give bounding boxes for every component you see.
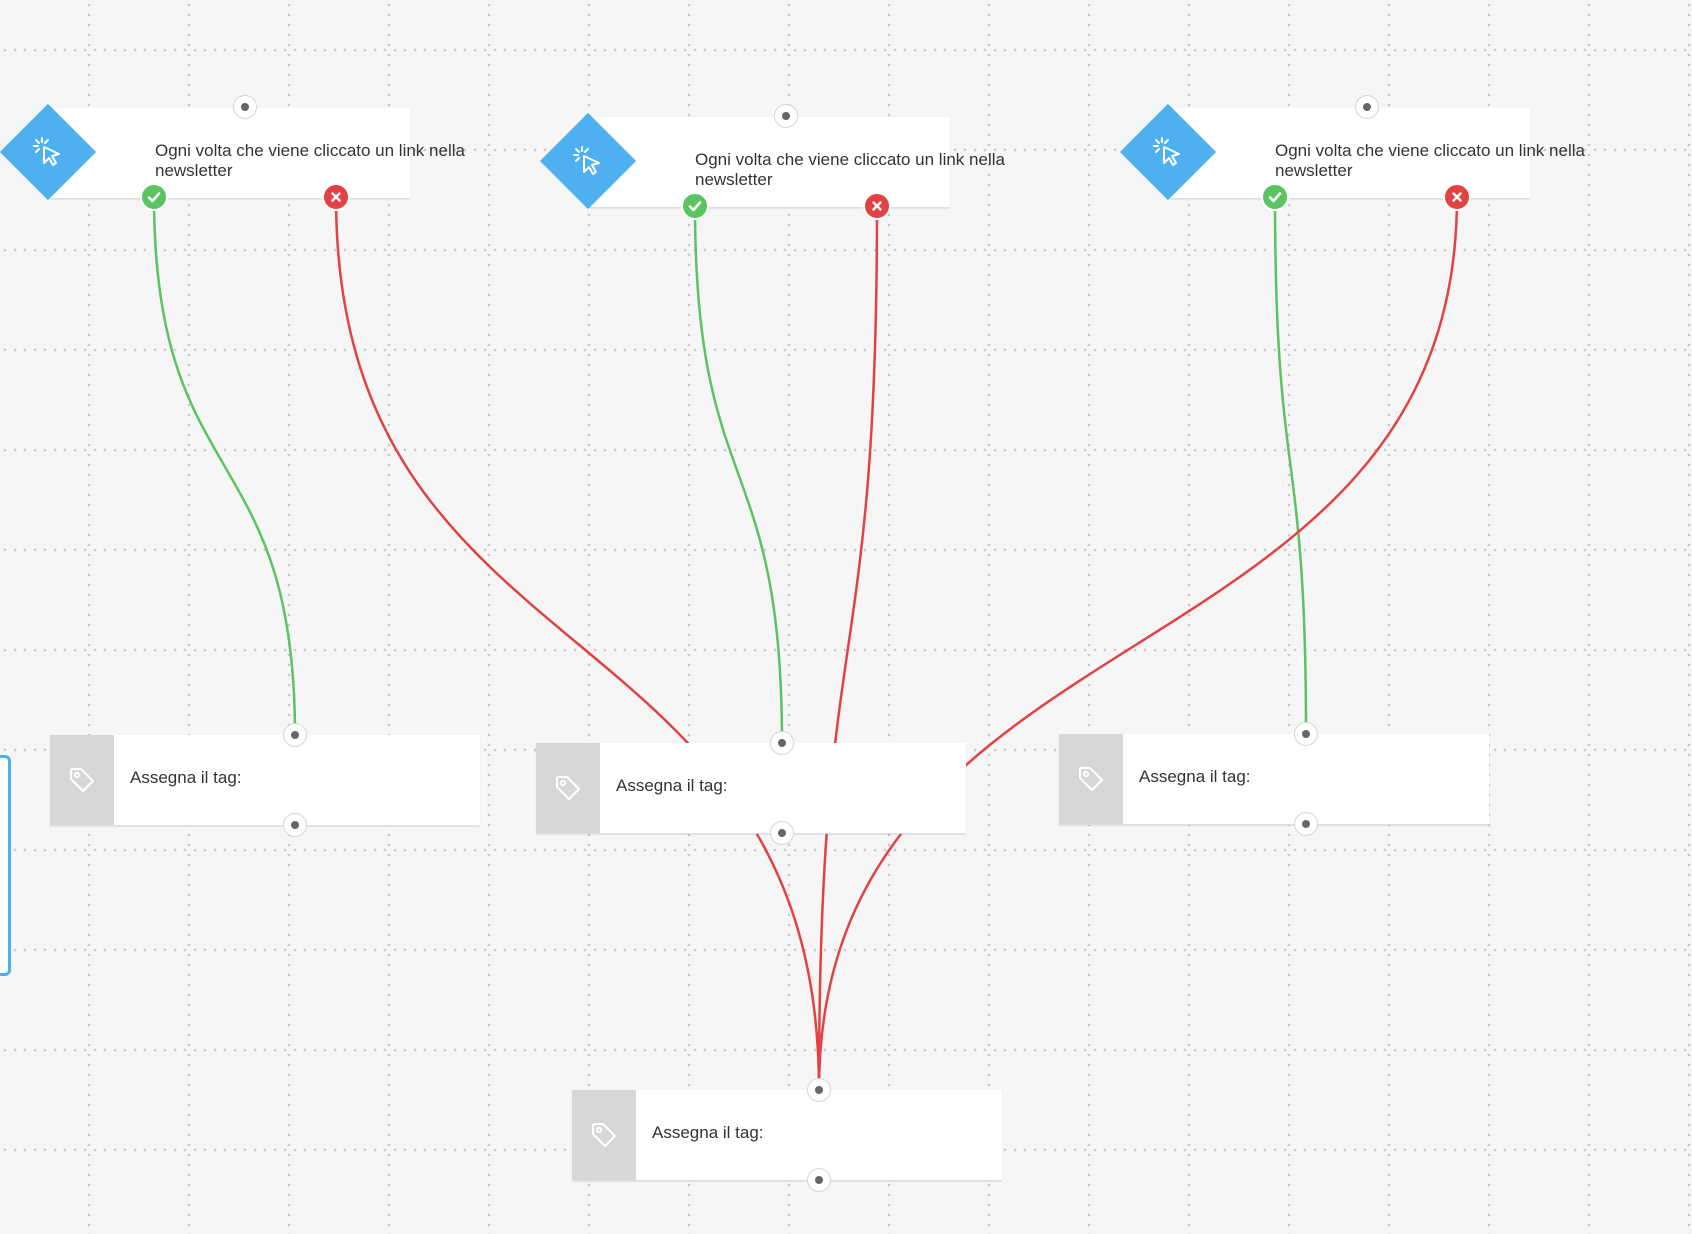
trigger-label: Ogni volta che viene cliccato un link ne…	[695, 150, 1005, 189]
tag-icon	[592, 1123, 616, 1147]
tag-action-node[interactable]: Assegna il tag:	[572, 1078, 1002, 1192]
selected-node-edge[interactable]	[0, 755, 11, 976]
tag-panel	[1059, 734, 1123, 824]
no-connection-line[interactable]	[817, 205, 879, 1091]
check-icon	[147, 192, 161, 203]
input-port[interactable]	[807, 1078, 831, 1102]
tag-action-node[interactable]: Assegna il tag:	[536, 731, 966, 845]
input-port[interactable]	[283, 723, 307, 747]
click-cursor-icon	[0, 103, 97, 201]
output-port[interactable]	[283, 813, 307, 837]
check-icon	[1268, 192, 1282, 203]
trigger-label: Ogni volta che viene cliccato un link ne…	[155, 141, 465, 180]
tag-action-node[interactable]: Assegna il tag:	[1059, 722, 1489, 836]
trigger-label: Ogni volta che viene cliccato un link ne…	[1275, 141, 1585, 180]
yes-branch-port[interactable]	[1261, 183, 1289, 211]
tag-icon	[70, 768, 94, 792]
close-icon	[331, 192, 341, 202]
yes-connection-line[interactable]	[152, 196, 297, 736]
yes-branch-port[interactable]	[681, 192, 709, 220]
tag-panel	[50, 735, 114, 825]
click-cursor-icon	[1119, 103, 1217, 201]
no-connection-line[interactable]	[334, 196, 821, 1091]
yes-connection-line[interactable]	[1273, 196, 1308, 735]
close-icon	[1452, 192, 1462, 202]
input-port[interactable]	[1355, 95, 1379, 119]
tag-panel	[536, 743, 600, 833]
trigger-node[interactable]: Ogni volta che viene cliccato un link ne…	[539, 104, 1005, 220]
action-label: Assegna il tag:	[652, 1123, 764, 1142]
output-port[interactable]	[770, 821, 794, 845]
action-label: Assegna il tag:	[1139, 767, 1251, 786]
yes-branch-port[interactable]	[140, 183, 168, 211]
output-port[interactable]	[1294, 812, 1318, 836]
tag-icon	[556, 776, 580, 800]
no-branch-port[interactable]	[863, 192, 891, 220]
click-cursor-icon	[539, 112, 637, 210]
no-connection-line[interactable]	[817, 196, 1459, 1091]
input-port[interactable]	[233, 95, 257, 119]
trigger-node[interactable]: Ogni volta che viene cliccato un link ne…	[0, 95, 465, 211]
input-port[interactable]	[770, 731, 794, 755]
tag-action-node[interactable]: Assegna il tag:	[50, 723, 480, 837]
no-branch-port[interactable]	[1443, 183, 1471, 211]
tag-icon	[1079, 767, 1103, 791]
yes-connection-line[interactable]	[693, 205, 784, 744]
action-label: Assegna il tag:	[130, 768, 242, 787]
tag-panel	[572, 1090, 636, 1180]
input-port[interactable]	[1294, 722, 1318, 746]
action-label: Assegna il tag:	[616, 776, 728, 795]
close-icon	[872, 201, 882, 211]
input-port[interactable]	[774, 104, 798, 128]
trigger-node[interactable]: Ogni volta che viene cliccato un link ne…	[1119, 95, 1585, 211]
output-port[interactable]	[807, 1168, 831, 1192]
no-branch-port[interactable]	[322, 183, 350, 211]
check-icon	[688, 201, 702, 212]
